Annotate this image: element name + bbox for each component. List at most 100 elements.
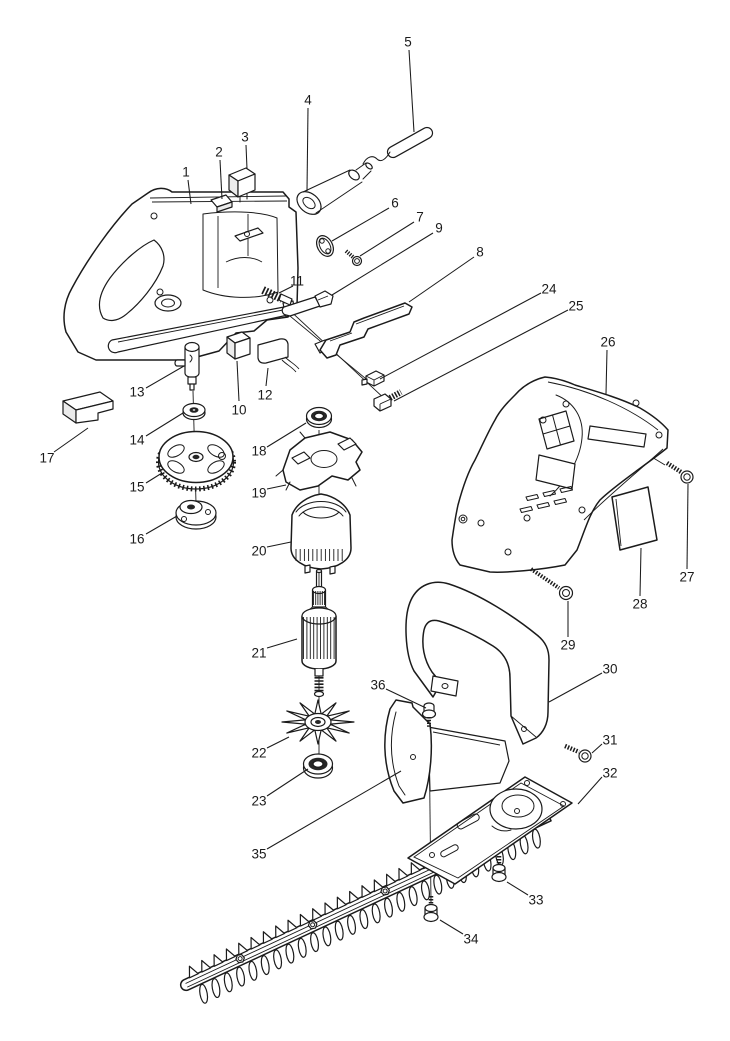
part-number: 25 xyxy=(568,299,583,314)
part-number: 26 xyxy=(600,335,615,350)
part-number: 29 xyxy=(560,638,575,653)
part-5-cord xyxy=(362,126,434,165)
part-16-cam xyxy=(175,499,217,530)
leader-line xyxy=(266,736,290,749)
part-13-pin xyxy=(174,341,200,391)
part-33-bolt xyxy=(491,856,507,883)
part-label-7: 7 xyxy=(359,210,424,257)
leader-line xyxy=(605,349,608,395)
part-label-4: 4 xyxy=(304,93,312,192)
leader-line xyxy=(236,360,240,402)
part-27-screw xyxy=(665,461,694,484)
part-12-capacitor xyxy=(257,338,300,373)
part-number: 23 xyxy=(251,794,266,809)
part-number: 2 xyxy=(215,145,223,160)
part-6-plate xyxy=(316,235,334,257)
part-label-5: 5 xyxy=(404,35,415,133)
leader-line xyxy=(439,919,464,935)
leader-line xyxy=(591,743,603,754)
part-label-28: 28 xyxy=(632,547,648,612)
part-number: 19 xyxy=(251,486,266,501)
part-1-housing-left xyxy=(63,187,299,361)
part-10-block xyxy=(226,331,251,360)
part-label-10: 10 xyxy=(231,360,247,418)
part-label-1: 1 xyxy=(182,165,192,205)
part-number: 17 xyxy=(39,451,54,466)
part-2-cap xyxy=(210,194,233,213)
part-number: 28 xyxy=(632,597,647,612)
part-label-29: 29 xyxy=(560,601,576,653)
part-number: 32 xyxy=(602,766,617,781)
leader-line xyxy=(266,541,292,548)
part-label-35: 35 xyxy=(251,770,402,862)
part-number: 12 xyxy=(257,388,272,403)
leader-line xyxy=(686,483,689,570)
part-30-front-handle xyxy=(405,581,550,745)
part-label-23: 23 xyxy=(251,768,309,809)
part-number: 13 xyxy=(129,385,144,400)
part-label-27: 27 xyxy=(679,483,695,585)
part-label-32: 32 xyxy=(577,766,618,805)
leader-line xyxy=(379,292,542,380)
armature-laminations xyxy=(303,617,335,659)
part-label-30: 30 xyxy=(548,662,618,703)
part-18-bearing xyxy=(305,406,333,429)
leader-line xyxy=(408,256,475,303)
leader-line xyxy=(266,484,287,490)
leader-line xyxy=(306,107,309,192)
part-26-housing-right xyxy=(451,376,669,573)
part-number: 10 xyxy=(231,403,246,418)
part-number: 3 xyxy=(241,130,249,145)
part-24-brush-cap xyxy=(361,370,385,387)
leader-line xyxy=(145,515,178,535)
part-number: 20 xyxy=(251,544,266,559)
part-4-cord-guard xyxy=(296,162,373,215)
leader-line xyxy=(145,412,184,437)
leader-line xyxy=(245,144,248,170)
leader-line xyxy=(393,309,569,402)
part-8-slide-bar xyxy=(314,302,413,359)
leader-line xyxy=(278,285,294,294)
part-number: 31 xyxy=(602,733,617,748)
part-19-brush-holder-plate xyxy=(275,431,363,491)
leader-line xyxy=(219,159,223,200)
part-number: 7 xyxy=(416,210,424,225)
leader-line xyxy=(145,472,163,484)
part-number: 9 xyxy=(435,221,443,236)
leader-line xyxy=(266,638,298,649)
part-20-field xyxy=(290,493,352,575)
part-11-spring xyxy=(261,286,293,306)
part-7-screw xyxy=(344,249,363,267)
part-label-24: 24 xyxy=(379,282,557,380)
leader-line xyxy=(408,49,415,133)
part-17-block xyxy=(62,391,114,424)
part-label-26: 26 xyxy=(600,335,616,395)
leader-line xyxy=(639,547,642,597)
part-label-8: 8 xyxy=(408,245,484,303)
part-number: 36 xyxy=(370,678,385,693)
leader-line xyxy=(385,688,427,709)
part-25-carbon-brush xyxy=(373,389,403,412)
leader-line xyxy=(506,881,529,896)
part-label-12: 12 xyxy=(257,367,273,403)
part-number: 35 xyxy=(251,847,266,862)
part-number: 5 xyxy=(404,35,412,50)
part-number: 27 xyxy=(679,570,694,585)
part-number: 18 xyxy=(251,444,266,459)
part-31-screw xyxy=(564,743,592,763)
part-number: 14 xyxy=(129,433,145,448)
part-14-washer xyxy=(182,402,206,421)
part-label-21: 21 xyxy=(251,638,298,661)
part-label-15: 15 xyxy=(129,472,163,495)
part-21-armature xyxy=(301,568,337,698)
part-label-17: 17 xyxy=(39,427,89,466)
leader-line xyxy=(577,776,603,805)
part-number: 4 xyxy=(304,93,312,108)
part-36-screw xyxy=(421,702,437,727)
part-label-25: 25 xyxy=(393,299,584,402)
part-number: 30 xyxy=(602,662,617,677)
part-number: 8 xyxy=(476,245,484,260)
part-label-14: 14 xyxy=(129,412,184,448)
